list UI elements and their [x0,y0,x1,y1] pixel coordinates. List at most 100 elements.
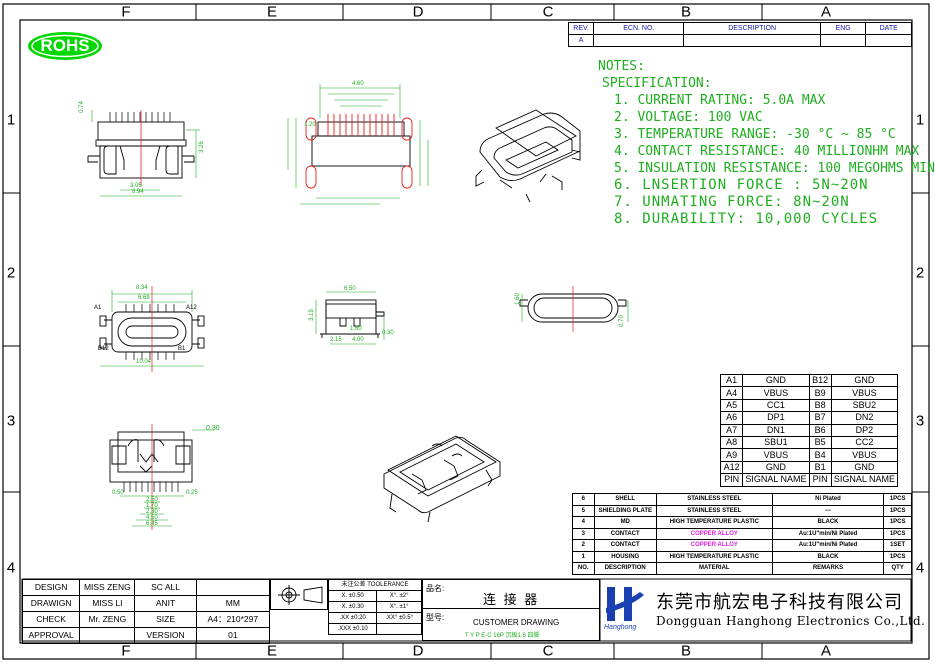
tb-label: DESIGN [21,579,81,596]
dim-label: 1.60 [350,326,362,332]
side-view [315,291,385,345]
col-label-top: E [266,3,278,21]
bom-material: COPPER ALLOY [655,527,773,540]
signal-cell: VBUS [742,386,810,400]
pin-marker: A12 [186,305,197,311]
company-logo [606,587,644,621]
tb-label: CHECK [21,611,81,628]
bom-remarks: Au:1U"min/Ni Plated [771,527,885,540]
pin-cell: B7 [808,411,832,425]
col-label-bottom: F [121,642,131,660]
pin-cell: B4 [808,448,832,462]
tb-label: APPROVAL [21,627,81,644]
signal-cell: CC2 [830,435,899,450]
description-cell [683,34,821,47]
spec-item: 7. UNMATING FORCE: 8N~20N [614,194,850,210]
tb-label: SIZE [134,611,197,628]
row-label-left: 4 [6,559,16,577]
dim-label: 3.05 [130,183,142,189]
row-label-right: 1 [915,111,925,129]
product-info-box: 品名: 连 接 器 型号: CUSTOMER DRAWING T Y P E-C… [422,579,600,641]
bom-qty: 1PCS [883,504,912,517]
pin-cell: A12 [719,460,744,475]
bom-remarks: Au:1U"min/Ni Plated [771,539,885,552]
signal-cell: GND [742,460,810,475]
pin-cell: A1 [719,373,744,388]
date-cell [865,34,912,47]
signal-cell: VBUS [742,448,810,462]
pin-marker: B12 [98,346,109,352]
bom-material: COPPER ALLOY [655,539,773,552]
tol-linear: X. ±0.30 [327,601,378,613]
row-label-left: 3 [6,412,16,430]
date-header: DATE [865,22,912,35]
dim-label: 1.70 [146,503,158,509]
isometric-view-2 [383,435,501,523]
dim-label: 0.25 [186,490,198,496]
rohs-label: ROHS [40,36,90,55]
bom-header: MATERIAL [655,562,773,575]
pin-cell: B9 [808,386,832,400]
bom-no: 3 [572,527,595,540]
spec-item: 8. DURABILITY: 10,000 CYCLES [614,211,879,227]
bom-qty: 1PCS [883,527,912,540]
tb-value: MM [195,595,271,612]
tb-value: Mr. ZENG [79,611,136,628]
dim-label: 6.69 [138,295,150,301]
tb-value: MISS ZENG [79,579,136,596]
col-label-bottom: D [412,642,424,660]
pin-cell: A7 [719,423,744,437]
company-name-en: Dongguan Hanghong Electronics Co.,Ltd. [656,614,926,628]
plan-view [99,286,205,372]
bom-header: DESCRIPTION [593,562,657,575]
dim-label: 2.15 [330,337,342,343]
rev-header: REV. [567,22,595,35]
pin-marker: B1 [178,346,186,352]
row-label-right: 2 [915,264,925,282]
dim-label: 1.20 [304,122,316,128]
dim-label: 3.19 [308,309,315,321]
pin-cell: B5 [808,435,832,450]
col-label-top: F [121,3,131,21]
bom-header: NO. [572,562,595,575]
ecn-header: ECN. NO. [593,22,685,35]
pin-header: PIN [808,473,832,487]
model-number: T Y P E-C 16P 沉板1.6 四脚 [465,633,540,639]
row-label-left: 1 [6,111,16,129]
isometric-view-1 [475,109,581,203]
spec-item: 5. INSULATION RESISTANCE: 100 MEGOHMS MI… [614,161,935,176]
col-label-bottom: E [266,642,278,660]
bom-desc: HOUSING [593,550,657,563]
signal-cell: DN2 [830,411,899,425]
bom-qty: 1PCS [883,550,912,563]
rohs-badge [28,32,102,60]
pin-marker: A1 [94,305,102,311]
bom-qty: 1PCS [883,493,912,506]
tol-angular: .XX° ±0.5° [376,612,422,624]
spec-item: 3. TEMPERATURE RANGE: -30 °C ~ 85 °C [614,127,896,142]
bom-material: STAINLESS STEEL [655,504,773,517]
dim-label: 2.50 [146,497,158,503]
ecn-cell [593,34,685,47]
tb-label: DRAWIGN [21,595,81,612]
dim-label: 6.50 [344,286,356,292]
product-name: 连 接 器 [483,592,540,607]
bom-desc: CONTACT [593,539,657,552]
col-label-bottom: C [542,642,554,660]
dim-label: 0.30 [206,425,220,432]
signal-cell: DP1 [742,411,810,425]
rev-cell: A [567,34,595,47]
spec-item: 1. CURRENT RATING: 5.0A MAX [614,93,826,108]
tb-value [79,627,136,644]
signal-cell: VBUS [830,386,899,400]
tol-header-en: TOOLERANCE [367,582,409,588]
eng-header: ENG [819,22,867,35]
receptacle-face-view [519,286,629,332]
bom-no: 4 [572,516,595,529]
bom-remarks: Ni Plated [771,493,885,506]
signal-cell: GND [742,373,810,388]
